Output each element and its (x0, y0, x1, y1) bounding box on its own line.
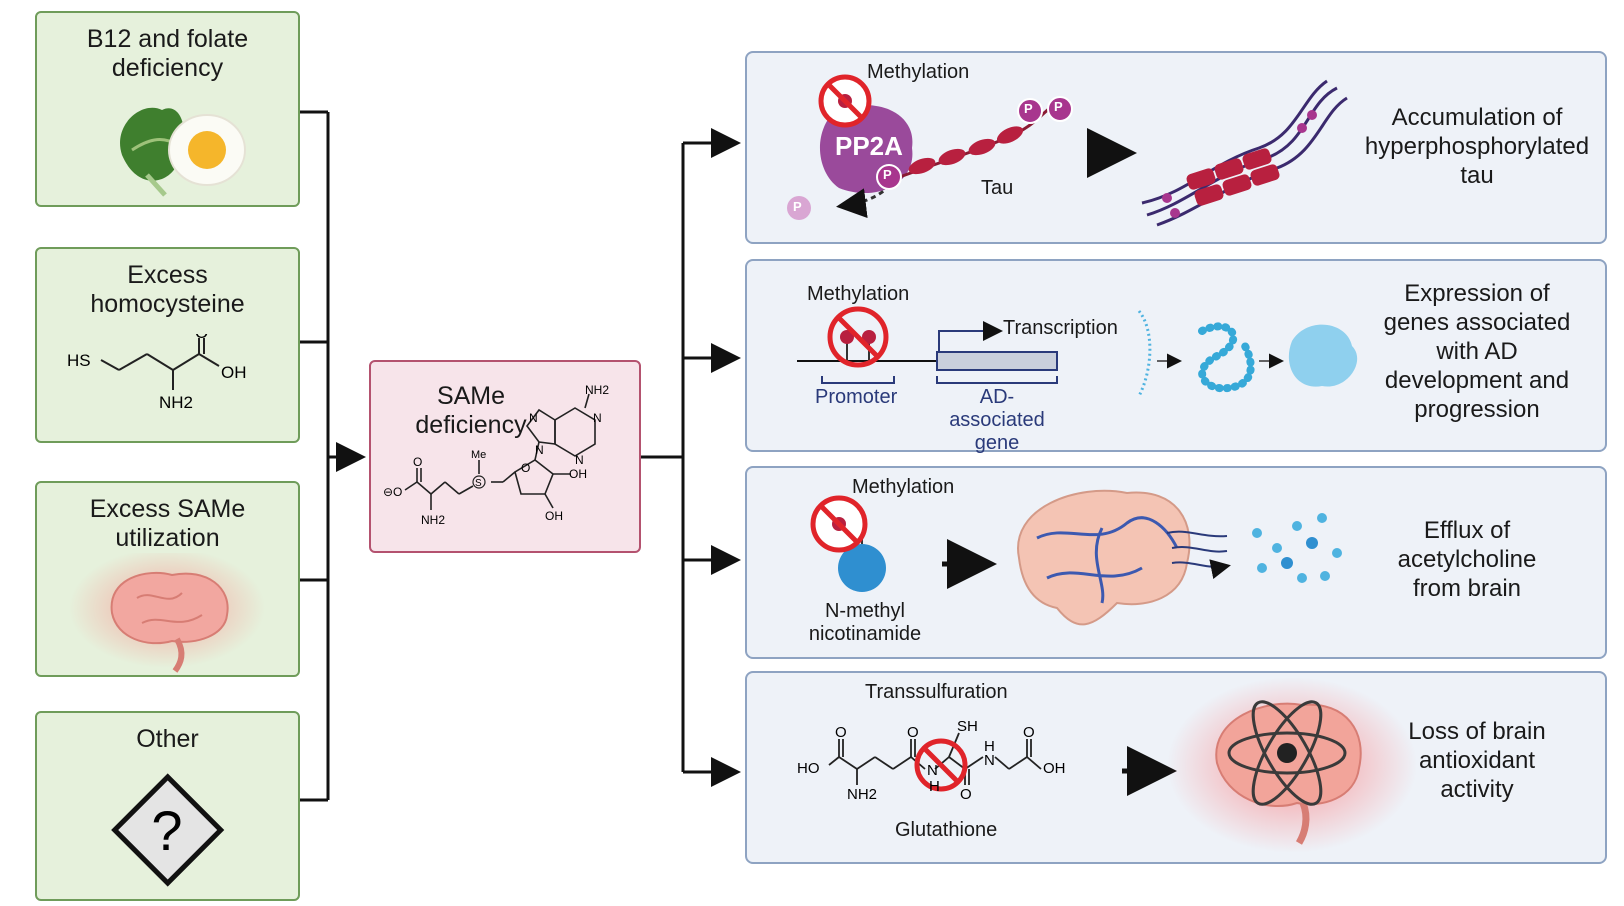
cause-b12-folate-box: B12 and folate deficiency (35, 11, 300, 207)
struct-n2: N (575, 453, 584, 467)
glutathione-label: Glutathione (895, 819, 998, 841)
struct-o-acid: O (413, 455, 422, 469)
leafy-greens-and-egg-icon (120, 107, 246, 197)
struct-o-ring: O (521, 461, 530, 475)
acetylcholine-illustration (810, 489, 1342, 626)
struct-o3: O (960, 786, 972, 803)
struct-o2: O (907, 724, 919, 741)
struct-o1: O (835, 724, 847, 741)
transcription-label: Transcription (1003, 317, 1118, 339)
effect-acetylcholine-box: Methylation N-methyl nicotinamide Efflux… (745, 466, 1607, 659)
gene-expression-illustration (797, 306, 1358, 397)
atom-icon (1227, 700, 1347, 806)
struct-nh2: NH2 (421, 513, 445, 527)
struct-n1: N (927, 762, 938, 779)
n-methylnicotinamide-label: N-methyl nicotinamide (808, 600, 922, 645)
no-transsulfuration-sign (914, 738, 968, 792)
cause-other-box: Other ? (35, 711, 300, 901)
outcome-text: Expression of genes associated with AD d… (1383, 280, 1571, 423)
phosphate-label: P (883, 167, 892, 182)
struct-n1: N (593, 411, 602, 425)
cause-same-utilization-box: Excess SAMe utilization (35, 481, 300, 677)
question-diamond-icon: ? (111, 773, 225, 887)
struct-oh: OH (221, 363, 247, 382)
same-deficiency-box: SAMe deficiency NH2 N N (369, 360, 641, 553)
homocysteine-structure: HS O OH NH2 (67, 334, 247, 412)
cause-homocysteine-box: Excess homocysteine HS O OH NH2 (35, 247, 300, 443)
pp2a-label: PP2A (835, 131, 903, 161)
struct-nh2: NH2 (847, 786, 877, 803)
methylation-label: Methylation (807, 283, 910, 305)
struct-n4: N (535, 443, 544, 457)
same-structure: NH2 N N N N O Me S OH OH O ⊖O NH2 (383, 383, 609, 527)
methylation-label: Methylation (867, 61, 970, 83)
effect-gene-expression-box: Methylation Transcription Promoter AD-as… (745, 259, 1607, 454)
struct-hs: HS (67, 351, 91, 370)
struct-sh: SH (957, 718, 978, 735)
struct-n3: N (529, 411, 538, 425)
no-methylation-sign (827, 306, 889, 368)
struct-s: S (475, 478, 482, 489)
transsulfuration-label: Transsulfuration (865, 681, 1008, 703)
outcome-text: Efflux of acetylcholine from brain (1397, 517, 1537, 602)
struct-o: O (195, 334, 208, 342)
cause-title: Excess homocysteine (90, 261, 245, 318)
struct-o-minus: ⊖O (383, 485, 402, 499)
tau-label: Tau (981, 177, 1014, 199)
struct-oh: OH (1043, 760, 1066, 777)
question-mark: ? (151, 799, 182, 862)
outcome-text: Accumulation of hyperphosphorylated tau (1364, 104, 1590, 189)
glutathione-illustration: O HO NH2 O SH H N H N O O OH (797, 677, 1417, 853)
effect-tau-box: Methylation PP2A P P P P Tau Accumulatio… (745, 51, 1607, 244)
struct-h1: H (929, 778, 940, 795)
outcome-text: Loss of brain antioxidant activity (1408, 718, 1546, 803)
struct-oh2: OH (545, 509, 563, 523)
struct-n2: N (984, 752, 995, 769)
phosphate-label: P (793, 199, 802, 214)
struct-me: Me (471, 449, 486, 461)
struct-nh2-top: NH2 (585, 383, 609, 397)
struct-oh1: OH (569, 467, 587, 481)
phosphate-label: P (1054, 99, 1063, 114)
promoter-label: Promoter (815, 386, 898, 408)
cause-title: B12 and folate deficiency (86, 25, 249, 82)
cause-title: Excess SAMe utilization (89, 495, 246, 552)
tau-pathway-illustration (787, 74, 1348, 227)
glowing-brain-icon (69, 553, 265, 673)
struct-ho: HO (797, 760, 820, 777)
struct-nh2: NH2 (159, 393, 193, 412)
struct-h2: H (984, 738, 995, 755)
center-title: SAMe deficiency (415, 382, 527, 439)
effect-antioxidant-box: O HO NH2 O SH H N H N O O OH Transsulfur… (745, 671, 1607, 864)
phosphate-label: P (1024, 101, 1033, 116)
cause-title: Other (136, 725, 199, 753)
methylation-label: Methylation (852, 476, 955, 498)
gene-label: AD-associated gene (949, 386, 1045, 454)
struct-o4: O (1023, 724, 1035, 741)
